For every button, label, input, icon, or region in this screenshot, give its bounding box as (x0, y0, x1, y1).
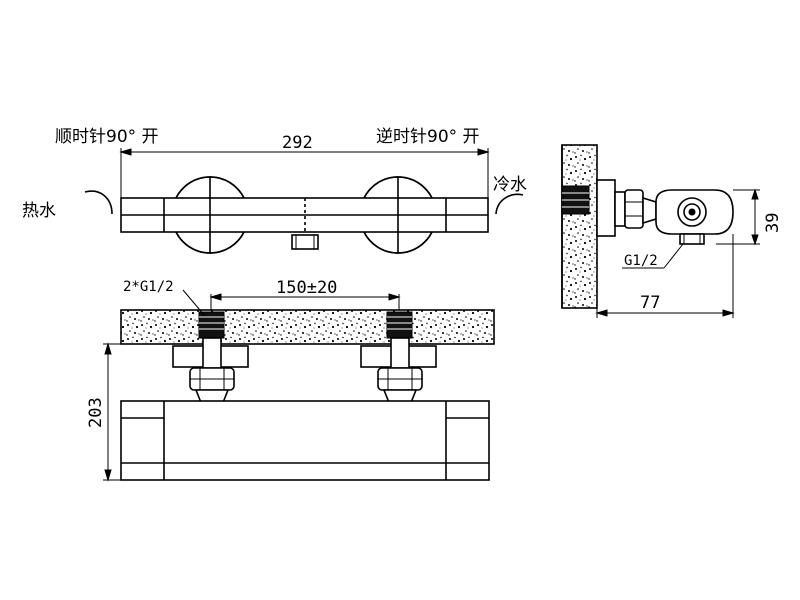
overall-width-dimension: 292 (282, 133, 313, 153)
side-depth-dimension: 77 (640, 293, 660, 313)
front-body (120, 400, 490, 481)
side-wall (561, 144, 598, 309)
side-outlet (679, 233, 705, 245)
side-view (561, 144, 760, 318)
inlet-spacing-dimension: 150±20 (276, 278, 337, 298)
hot-inlet-curve (84, 190, 113, 215)
thread-pair-label: 2*G1/2 (123, 279, 174, 295)
cold-inlet-thread (386, 311, 413, 339)
clockwise-open-label: 顺时针90° 开 (55, 127, 159, 147)
front-wall (120, 309, 495, 345)
side-escutcheon (596, 179, 616, 237)
thread-single-label: G1/2 (624, 253, 658, 269)
hot-water-label: 热水 (22, 201, 56, 221)
overall-height-dimension: 203 (86, 397, 106, 428)
top-view (84, 148, 524, 254)
hot-inlet-thread (198, 311, 225, 339)
front-view (103, 289, 495, 482)
cold-water-label: 冷水 (493, 175, 527, 195)
cold-inlet-curve (495, 193, 524, 215)
side-height-dimension: 39 (763, 213, 783, 233)
top-outlet-nut (291, 234, 319, 250)
counterclockwise-open-label: 逆时针90° 开 (376, 127, 480, 147)
side-nut (624, 189, 644, 229)
